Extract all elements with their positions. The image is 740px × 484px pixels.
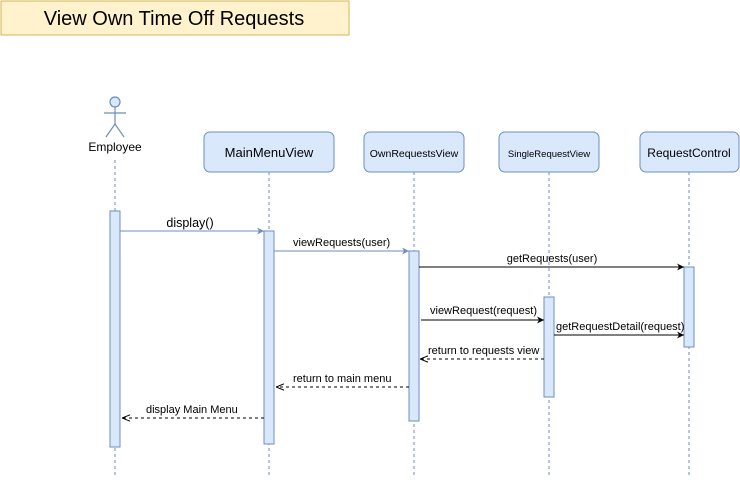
message-display: display(): [120, 216, 264, 235]
activations: [109, 210, 695, 448]
title-background: [0, 0, 350, 36]
message-viewrequest: viewRequest(request): [421, 305, 544, 324]
participant-box: [203, 131, 335, 173]
activation-singlerequestview: [543, 296, 555, 398]
activation-mainmenuview: [263, 230, 275, 445]
participant-ownrequestsview: OwnRequestsView: [363, 131, 465, 173]
participant-label-employee: Employee: [88, 140, 142, 154]
participant-box: [363, 131, 465, 173]
participant-box: [639, 131, 740, 173]
participant-label-requestcontrol: RequestControl: [647, 146, 730, 160]
message-label-return-requests-view: return to requests view: [428, 345, 539, 357]
actor-employee: [104, 96, 126, 138]
message-display-main-menu: display Main Menu: [122, 404, 264, 418]
message-label-display-main-menu: display Main Menu: [146, 404, 238, 416]
message-label-display: display(): [166, 216, 213, 230]
message-return-requests-view: return to requests view: [420, 345, 544, 359]
activation-requestcontrol: [683, 266, 695, 348]
diagram-title: View Own Time Off Requests: [44, 8, 304, 30]
message-label-return-main-menu: return to main menu: [293, 373, 391, 385]
lifelines: [114, 160, 690, 477]
title-box: View Own Time Off Requests: [0, 0, 350, 36]
participant-label-singlerequestview: SingleRequestView: [508, 149, 590, 160]
message-getrequests: getRequests(user): [419, 253, 684, 271]
participant-mainmenuview: MainMenuView: [203, 131, 335, 173]
participant-label-mainmenuview: MainMenuView: [225, 145, 314, 160]
participant-singlerequestview: SingleRequestView: [498, 131, 600, 173]
actor-right-leg: [114, 123, 125, 138]
message-label-getrequestdetail: getRequestDetail(request): [556, 321, 684, 333]
message-viewrequests: viewRequests(user): [274, 237, 409, 255]
message-label-viewrequest: viewRequest(request): [430, 305, 537, 317]
message-label-viewrequests: viewRequests(user): [293, 237, 390, 249]
activation-ownrequestsview: [408, 250, 420, 422]
message-return-main-menu: return to main menu: [276, 373, 409, 387]
activation-employee: [109, 210, 121, 448]
actor-left-leg: [105, 123, 116, 138]
message-label-getrequests: getRequests(user): [507, 253, 598, 265]
participant-requestcontrol: RequestControl: [639, 131, 740, 173]
actor-head-icon: [109, 96, 121, 108]
participant-label-ownrequestsview: OwnRequestsView: [370, 148, 459, 160]
participant-box: [498, 131, 600, 173]
message-getrequestdetail: getRequestDetail(request): [554, 321, 684, 339]
